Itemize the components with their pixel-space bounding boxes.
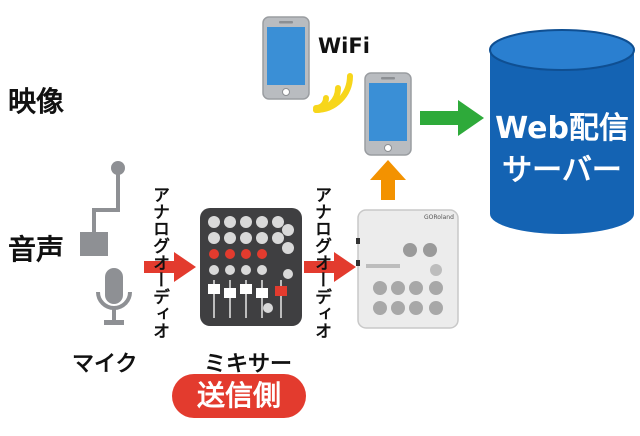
arrow-up-icon	[370, 160, 406, 200]
wifi-label: WiFi	[318, 34, 370, 58]
arrow-mixer-to-device-icon	[304, 252, 356, 282]
mixer-icon	[200, 208, 302, 326]
server-cylinder-icon	[489, 29, 635, 234]
wifi-waves-icon	[313, 73, 353, 113]
stand-microphone-icon	[80, 161, 125, 256]
analog-audio-label-1: アナログオーディオ	[149, 186, 169, 339]
smartphone-1-icon	[262, 16, 310, 100]
server-label: Web配信 サーバー	[487, 108, 637, 192]
server-label-line1: Web配信	[495, 111, 629, 146]
device-brand-text: GORoland	[424, 214, 454, 221]
sending-side-badge: 送信側	[172, 374, 306, 418]
smartphone-2-icon	[364, 72, 412, 156]
server-label-line2: サーバー	[502, 153, 622, 188]
microphone-icon	[96, 268, 132, 325]
video-label: 映像	[8, 85, 65, 118]
mixer-label: ミキサー	[204, 352, 293, 377]
mic-label: マイク	[72, 352, 138, 377]
analog-audio-label-2: アナログオーディオ	[311, 186, 331, 339]
audio-label: 音声	[8, 233, 65, 266]
arrow-mic-to-mixer-icon	[144, 252, 196, 282]
arrow-to-server-icon	[420, 100, 484, 136]
streaming-device-icon	[356, 209, 459, 329]
